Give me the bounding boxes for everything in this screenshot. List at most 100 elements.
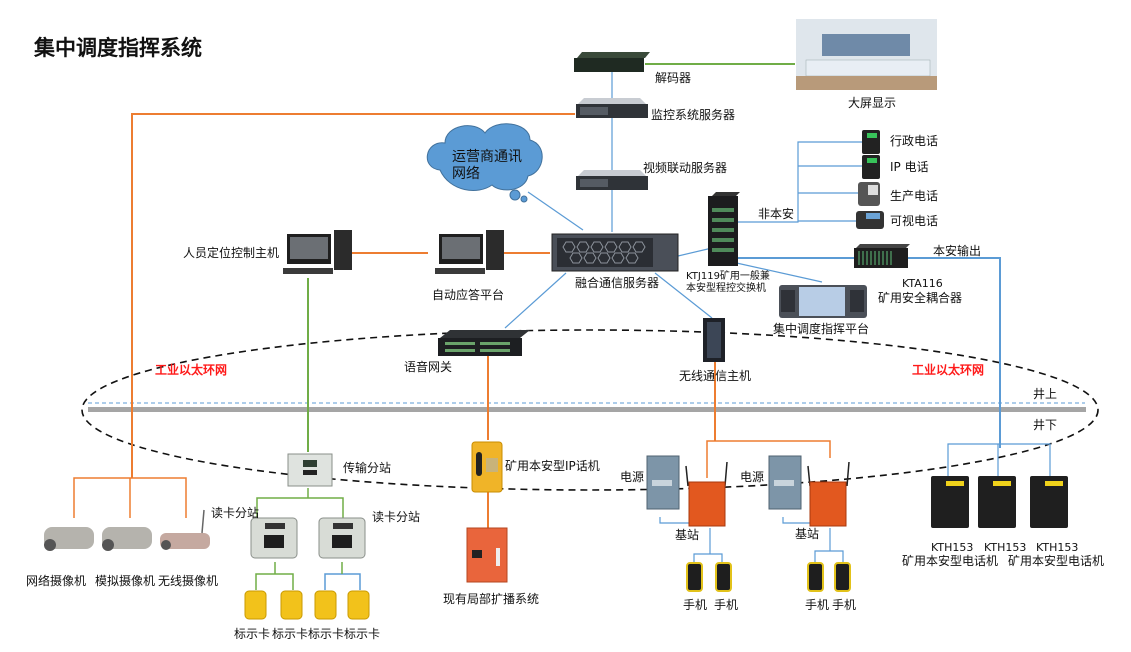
power-supply-1-label: 电源	[620, 470, 645, 484]
pbx-label-line1: KTJ119矿用一般兼	[686, 271, 770, 282]
above-ground-label: 井上	[1033, 387, 1058, 401]
below-ground-label: 井下	[1033, 418, 1058, 432]
ip-phone-icon	[862, 155, 880, 179]
analog-camera-icon	[102, 527, 152, 551]
coupler-model-label: KTA116	[902, 277, 943, 290]
ip-mine-phone-icon	[471, 441, 503, 493]
production-phone-label: 生产电话	[890, 189, 939, 203]
base-station-2-icon	[807, 461, 850, 527]
pbx-cabinet-icon	[708, 192, 740, 266]
link-reader1-cards	[255, 573, 294, 590]
voice-gateway-label: 语音网关	[404, 360, 453, 374]
wireless-host-label: 无线通信主机	[679, 369, 752, 383]
kth-phone-icons	[931, 476, 1068, 528]
link-converged-gateway	[504, 272, 567, 329]
broadcast-label: 现有局部扩播系统	[443, 592, 540, 606]
link-power1-base1	[659, 517, 690, 524]
converged-server-label: 融合通信服务器	[575, 276, 660, 290]
tag-card-label-4: 标示卡	[344, 627, 381, 641]
link-coupler-output	[908, 257, 1001, 448]
power-supply-1-icon	[646, 455, 680, 510]
cloud-icon	[426, 123, 543, 203]
handset-label-3: 手机	[805, 598, 830, 612]
kth-name-label-2: 矿用本安型电话机	[1008, 554, 1105, 568]
voice-gateway-icon	[438, 330, 530, 356]
ground-bar	[88, 407, 1086, 412]
handset-label-2: 手机	[714, 598, 739, 612]
network-camera-label: 网络摄像机	[26, 574, 87, 588]
base-station-1-icon	[685, 461, 728, 527]
power-supply-2-label: 电源	[740, 470, 765, 484]
decoder-icon	[574, 52, 650, 72]
kth-model-label-1: KTH153	[931, 541, 974, 554]
link-base-branch	[706, 440, 831, 478]
handset-label-1: 手机	[683, 598, 708, 612]
handset-icons	[686, 562, 851, 592]
wireless-camera-label: 无线摄像机	[158, 574, 219, 588]
coupler-name-label: 矿用安全耦合器	[878, 291, 963, 305]
monitor-server-label: 监控系统服务器	[651, 108, 736, 122]
tag-card-icons	[244, 590, 370, 620]
card-reader-1-label: 读卡分站	[211, 506, 260, 520]
admin-phone-icon	[862, 130, 880, 154]
link-transfer-readers	[256, 497, 344, 518]
ring-label-right: 工业以太环网	[912, 363, 985, 377]
ip-mine-phone-label: 矿用本安型IP话机	[505, 459, 600, 473]
base-station-2-label: 基站	[795, 527, 820, 541]
link-base2-handsets	[814, 550, 844, 562]
network-camera-icon	[44, 527, 94, 551]
video-link-server-label: 视频联动服务器	[643, 161, 728, 175]
link-pbx-phones	[738, 141, 862, 223]
personnel-host-pc-icon	[283, 230, 352, 274]
coupler-icon	[854, 244, 910, 268]
kth-model-label-3: KTH153	[1036, 541, 1079, 554]
handset-label-4: 手机	[832, 598, 857, 612]
transfer-station-icon	[287, 453, 333, 487]
decoder-label: 解码器	[655, 71, 692, 85]
wireless-camera-icon	[160, 509, 210, 550]
big-screen-label: 大屏显示	[848, 96, 897, 110]
link-converged-pbx	[677, 247, 713, 257]
link-cloud-converged	[527, 191, 584, 231]
power-supply-2-icon	[768, 455, 802, 510]
production-phone-icon	[858, 182, 880, 206]
converged-server-icon	[551, 233, 679, 272]
pbx-label-line2: 本安型程控交换机	[686, 283, 766, 294]
big-screen-icon	[796, 19, 937, 90]
link-kth-branch	[947, 443, 1051, 478]
analog-camera-label: 模拟摄像机	[95, 574, 156, 588]
card-reader-2-label: 读卡分站	[372, 510, 421, 524]
kth-model-label-2: KTH153	[984, 541, 1027, 554]
link-monitor-cameras	[131, 113, 575, 478]
non-intrinsic-label: 非本安	[758, 207, 795, 221]
link-power2-base2	[782, 517, 812, 524]
wireless-host-icon	[703, 318, 725, 362]
broadcast-system-icon	[466, 527, 508, 583]
video-link-server-icon	[576, 170, 648, 190]
base-station-1-label: 基站	[675, 528, 700, 542]
auto-answer-label: 自动应答平台	[432, 288, 505, 302]
link-converged-wireless	[654, 272, 713, 319]
video-phone-icon	[856, 211, 884, 229]
admin-phone-label: 行政电话	[890, 134, 939, 148]
dispatch-platform-label: 集中调度指挥平台	[773, 322, 870, 336]
link-pbx-dispatch	[731, 261, 823, 283]
link-base1-handsets	[693, 553, 723, 562]
tag-card-label-1: 标示卡	[234, 627, 271, 641]
industrial-ethernet-ring	[81, 329, 1099, 491]
dispatch-platform-icon	[779, 285, 867, 318]
transfer-station-label: 传输分站	[343, 461, 392, 475]
video-phone-label: 可视电话	[890, 214, 939, 228]
link-reader2-cards	[324, 573, 361, 590]
monitor-server-icon	[576, 98, 648, 118]
card-reader-1-icon	[250, 517, 298, 559]
tag-card-label-3: 标示卡	[308, 627, 345, 641]
auto-answer-pc-icon	[435, 230, 504, 274]
intrinsic-output-label: 本安输出	[933, 244, 982, 258]
carrier-network-label: 运营商通讯网络	[452, 149, 522, 182]
ring-label-left: 工业以太环网	[155, 363, 228, 377]
kth-name-label-1: 矿用本安型电话机	[902, 554, 999, 568]
tag-card-label-2: 标示卡	[272, 627, 309, 641]
personnel-host-label: 人员定位控制主机	[183, 246, 280, 260]
